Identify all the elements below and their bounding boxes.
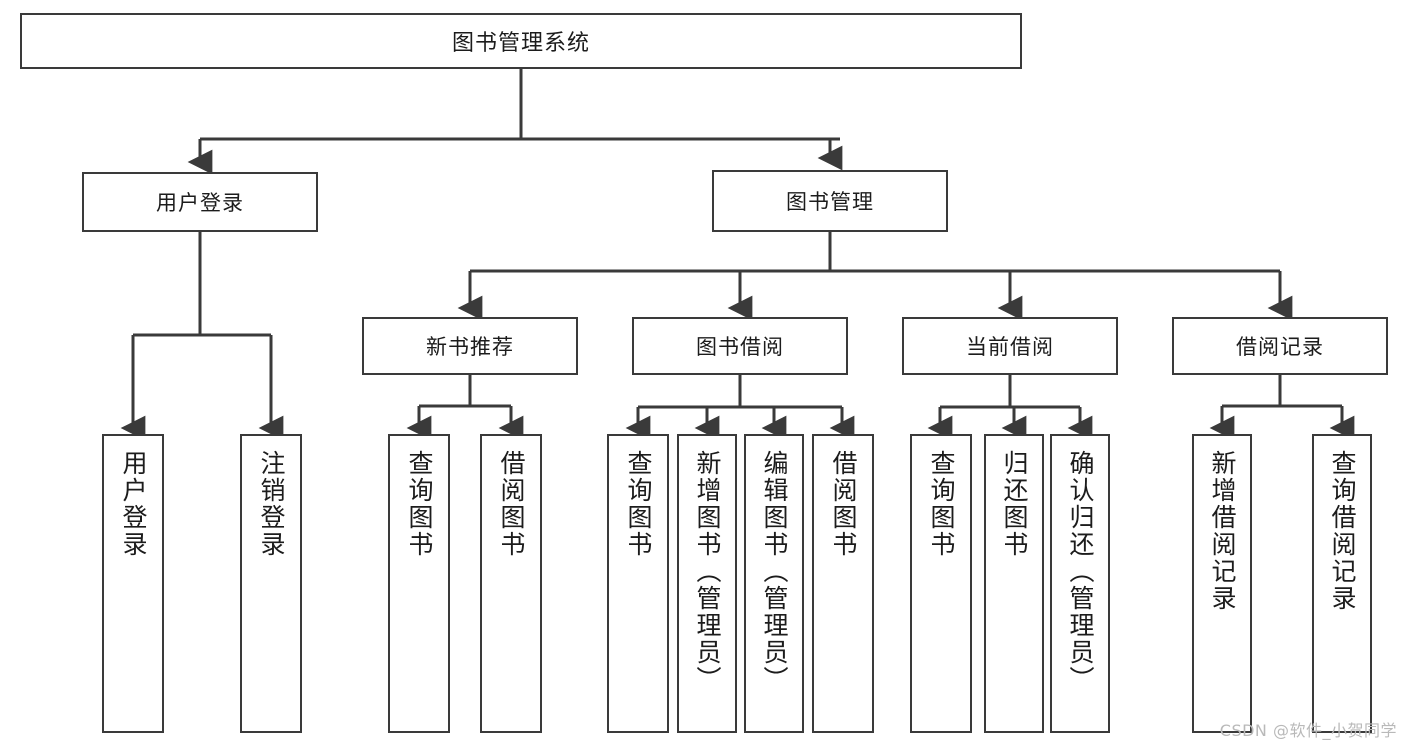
leaf-label: 查询借阅记录 bbox=[1328, 450, 1357, 612]
node-borrow-record[interactable]: 借阅记录 bbox=[1172, 317, 1388, 375]
leaf-user-logout[interactable]: 注销登录 bbox=[240, 434, 302, 733]
leaf-label: 借阅图书 bbox=[497, 450, 526, 558]
leaf-return-book[interactable]: 归还图书 bbox=[984, 434, 1044, 733]
leaf-edit-book[interactable]: 编辑图书（管理员） bbox=[744, 434, 804, 733]
leaf-label: 查询图书 bbox=[927, 450, 956, 558]
leaf-borrow-book-2[interactable]: 借阅图书 bbox=[812, 434, 874, 733]
watermark: CSDN @软件_小贺同学 bbox=[1219, 721, 1397, 740]
leaf-label: 确认归还（管理员） bbox=[1066, 450, 1095, 693]
leaf-label: 用户登录 bbox=[119, 450, 148, 558]
leaf-user-login[interactable]: 用户登录 bbox=[102, 434, 164, 733]
leaf-label: 归还图书 bbox=[1000, 450, 1029, 558]
node-user-login[interactable]: 用户登录 bbox=[82, 172, 318, 232]
leaf-add-book[interactable]: 新增图书（管理员） bbox=[677, 434, 737, 733]
leaf-add-record[interactable]: 新增借阅记录 bbox=[1192, 434, 1252, 733]
leaf-label: 新增借阅记录 bbox=[1208, 450, 1237, 612]
leaf-confirm-return[interactable]: 确认归还（管理员） bbox=[1050, 434, 1110, 733]
leaf-query-book-1[interactable]: 查询图书 bbox=[388, 434, 450, 733]
leaf-query-book-2[interactable]: 查询图书 bbox=[607, 434, 669, 733]
leaf-borrow-book-1[interactable]: 借阅图书 bbox=[480, 434, 542, 733]
leaf-label: 注销登录 bbox=[257, 450, 286, 558]
leaf-label: 借阅图书 bbox=[829, 450, 858, 558]
leaf-label: 查询图书 bbox=[405, 450, 434, 558]
node-current-borrow[interactable]: 当前借阅 bbox=[902, 317, 1118, 375]
leaf-label: 编辑图书（管理员） bbox=[760, 450, 789, 693]
node-new-book-rec[interactable]: 新书推荐 bbox=[362, 317, 578, 375]
leaf-query-book-3[interactable]: 查询图书 bbox=[910, 434, 972, 733]
node-book-borrow[interactable]: 图书借阅 bbox=[632, 317, 848, 375]
leaf-query-record[interactable]: 查询借阅记录 bbox=[1312, 434, 1372, 733]
node-root[interactable]: 图书管理系统 bbox=[20, 13, 1022, 69]
node-book-manage[interactable]: 图书管理 bbox=[712, 170, 948, 232]
leaf-label: 新增图书（管理员） bbox=[693, 450, 722, 693]
leaf-label: 查询图书 bbox=[624, 450, 653, 558]
